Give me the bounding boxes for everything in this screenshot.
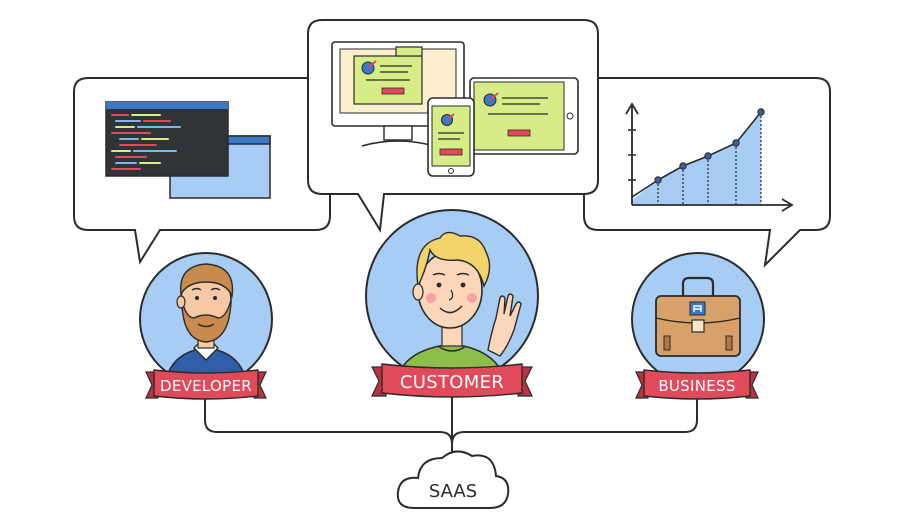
customer-label: CUSTOMER: [400, 372, 504, 393]
connector-lines: [204, 396, 698, 454]
business-speech-bubble: [583, 77, 831, 268]
business-avatar: [631, 252, 765, 386]
saas-label: SAAS: [429, 481, 477, 502]
developer-avatar: [139, 252, 273, 386]
cloud-icon: SAAS: [396, 450, 510, 509]
customer-speech-bubble: [307, 19, 599, 234]
customer-ribbon: CUSTOMER: [371, 363, 533, 398]
developer-speech-bubble: [73, 77, 331, 265]
growth-chart-icon: [625, 102, 794, 212]
developer-label: DEVELOPER: [160, 377, 252, 395]
briefcase-icon: [655, 276, 741, 357]
code-editor-icon: [105, 101, 271, 199]
business-label: BUSINESS: [658, 377, 735, 395]
business-ribbon: BUSINESS: [635, 369, 759, 400]
developer-ribbon: DEVELOPER: [145, 369, 267, 400]
devices-icon: [331, 41, 579, 177]
customer-avatar: [365, 209, 539, 383]
